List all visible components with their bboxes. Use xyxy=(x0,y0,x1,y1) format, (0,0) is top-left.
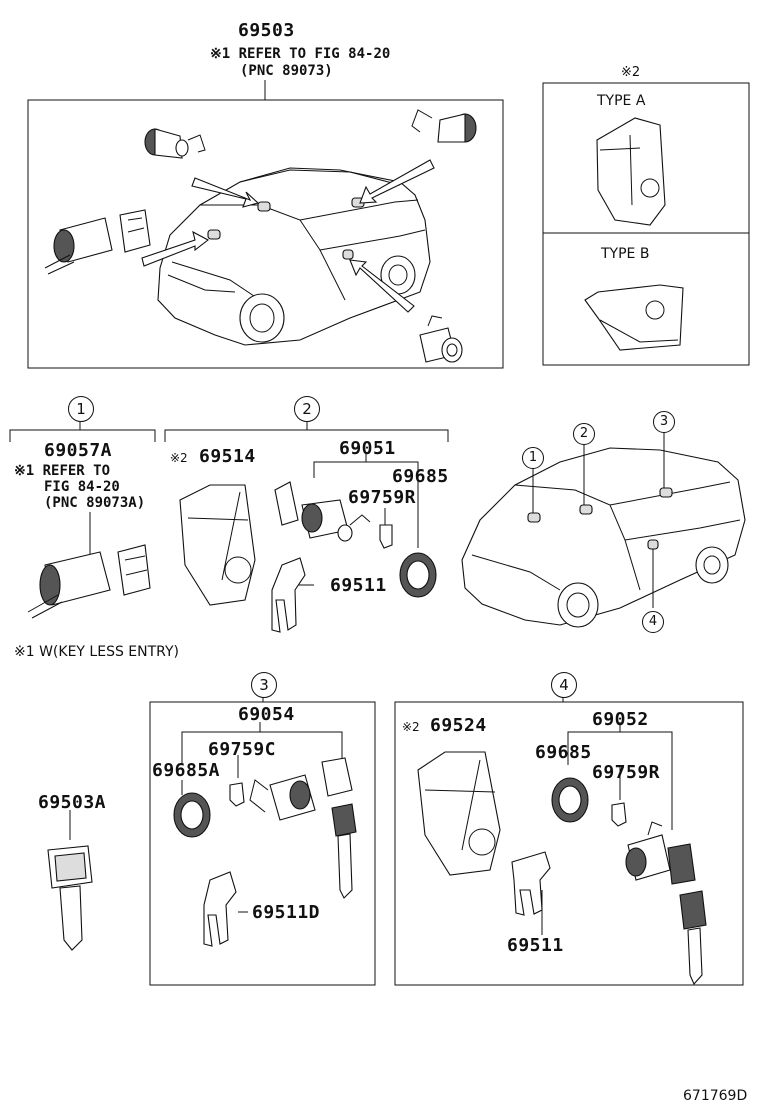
clip-69511-g4 xyxy=(511,851,551,916)
part-number-69051: 69051 xyxy=(339,438,396,459)
group1-note-line1: ※1 REFER TO xyxy=(14,463,111,479)
part-number-69759R-g4: 69759R xyxy=(592,762,661,783)
part-number-69685: 69685 xyxy=(392,466,449,487)
pad-69685 xyxy=(399,552,437,598)
footnote-keyless-entry: ※1 W(KEY LESS ENTRY) xyxy=(14,644,180,660)
figure-id: 671769D xyxy=(683,1088,748,1104)
retainer-69759C xyxy=(229,782,245,807)
locator-circle-1: 1 xyxy=(522,447,544,469)
retainer-69759R-g4 xyxy=(611,802,627,827)
group-1-circle: 1 xyxy=(68,396,94,422)
cylinder-69054 xyxy=(249,757,357,899)
part-number-69511: 69511 xyxy=(330,575,387,596)
pad-69685A xyxy=(173,792,211,838)
protector-69514 xyxy=(179,484,256,606)
part-number-69057A: 69057A xyxy=(44,440,113,461)
locator-circle-3: 3 xyxy=(653,411,675,433)
locator-circle-4: 4 xyxy=(642,611,664,633)
part-number-69524: 69524 xyxy=(430,715,487,736)
clip-69511 xyxy=(271,557,306,633)
part-number-69759R: 69759R xyxy=(348,487,417,508)
part-number-69503: 69503 xyxy=(238,20,295,41)
retainer-69759R xyxy=(379,524,393,549)
protector-type-a xyxy=(596,117,666,226)
part-number-69511-g4: 69511 xyxy=(507,935,564,956)
protector-69524 xyxy=(417,751,501,876)
group2-mark: ※2 xyxy=(170,451,188,465)
lock-sketch-bottom-right xyxy=(419,315,463,363)
refer-note-line2: (PNC 89073) xyxy=(240,63,333,79)
part-number-69052: 69052 xyxy=(592,709,649,730)
cylinder-69052 xyxy=(625,821,707,986)
car-locator xyxy=(461,447,746,628)
part-number-69511D: 69511D xyxy=(252,902,321,923)
type-b-label: TYPE B xyxy=(601,246,650,262)
part-number-69514: 69514 xyxy=(199,446,256,467)
clip-69511D xyxy=(203,871,237,947)
part-number-69503A: 69503A xyxy=(38,792,107,813)
group4-mark: ※2 xyxy=(402,720,420,734)
part-number-69685-g4: 69685 xyxy=(535,742,592,763)
type-box-mark: ※2 xyxy=(621,65,641,80)
group-2-circle: 2 xyxy=(294,396,320,422)
group1-note-line3: (PNC 89073A) xyxy=(44,495,146,511)
group-3-circle: 3 xyxy=(251,672,277,698)
protector-type-b xyxy=(584,284,684,351)
part-number-69759C: 69759C xyxy=(208,739,277,760)
type-a-label: TYPE A xyxy=(597,93,646,109)
pad-69685-g4 xyxy=(551,777,589,823)
cylinder-69051 xyxy=(274,481,371,542)
group1-note-line2: FIG 84-20 xyxy=(44,479,120,495)
lock-sketch-top-right xyxy=(411,109,477,143)
ignition-cylinder-sketch xyxy=(27,544,151,619)
lock-sketch-front xyxy=(44,209,151,275)
refer-note-line1: ※1 REFER TO FIG 84-20 xyxy=(210,46,391,62)
part-number-69054: 69054 xyxy=(238,704,295,725)
group-4-circle: 4 xyxy=(551,672,577,698)
car-overview-top xyxy=(157,167,431,346)
key-blank-sketch xyxy=(47,845,93,951)
locator-circle-2: 2 xyxy=(573,423,595,445)
lock-sketch-top-left xyxy=(144,128,206,159)
part-number-69685A: 69685A xyxy=(152,760,221,781)
